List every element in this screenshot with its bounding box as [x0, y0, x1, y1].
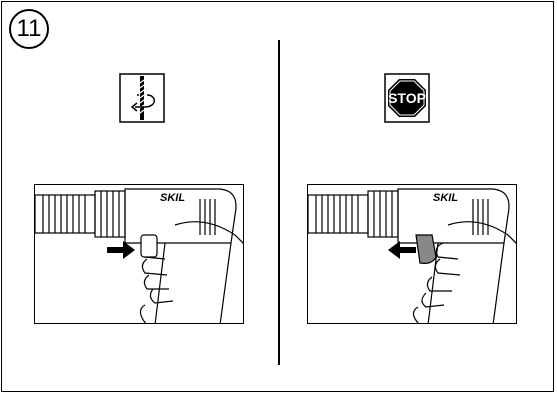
drill-brand-label: SKIL: [160, 192, 185, 204]
stop-label: STOP: [388, 90, 426, 106]
drill-trigger-press-illustration: SKIL: [34, 184, 244, 324]
step-number: 11: [17, 15, 42, 43]
stop-sign-icon: STOP: [384, 73, 430, 123]
panel-divider: [278, 40, 280, 365]
drill-trigger-release-illustration: SKIL: [307, 184, 517, 324]
drill-brand-label: SKIL: [433, 192, 458, 204]
rotating-drill-bit-icon: [119, 73, 165, 123]
arrow-left-icon: [388, 241, 416, 259]
step-number-badge: 11: [9, 9, 49, 49]
arrow-right-icon: [107, 241, 135, 259]
